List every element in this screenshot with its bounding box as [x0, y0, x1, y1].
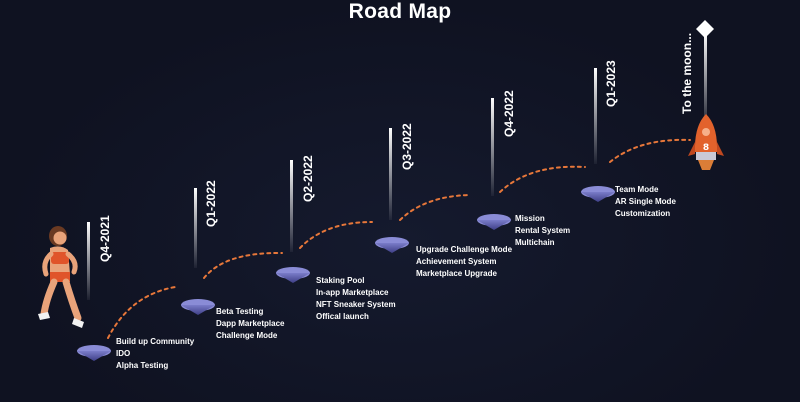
platform-4 [375, 237, 409, 253]
marker-bar-4 [389, 128, 392, 220]
list-item: Build up Community [116, 337, 195, 346]
marker-bar-5 [491, 98, 494, 196]
platform-3 [276, 267, 310, 283]
list-item: Rental System [515, 226, 571, 235]
moon-label: To the moon... [680, 32, 694, 114]
connector-2 [203, 251, 283, 279]
marker-bar-2 [194, 188, 197, 268]
connector-1 [107, 286, 176, 339]
list-item: Upgrade Challenge Mode [416, 245, 513, 254]
milestone-items-2: Beta Testing Dapp Marketplace Challenge … [216, 306, 284, 342]
platform-1 [77, 345, 111, 361]
marker-bar-7 [704, 32, 707, 128]
list-item: Multichain [515, 238, 555, 247]
quarter-label-2: Q1-2022 [204, 180, 218, 227]
list-item: Mission [515, 214, 545, 223]
list-item: IDO [116, 349, 131, 358]
list-item: AR Single Mode [615, 197, 676, 206]
list-item: In-app Marketplace [316, 288, 389, 297]
quarter-label-4: Q3-2022 [400, 123, 414, 170]
connector-6 [609, 138, 691, 163]
platform-2 [181, 299, 215, 315]
list-item: Staking Pool [316, 276, 365, 285]
list-item: Marketplace Upgrade [416, 269, 497, 278]
runner-icon [38, 226, 84, 328]
diamond-icon [696, 20, 714, 38]
list-item: Challenge Mode [216, 331, 278, 340]
milestone-items-4: Upgrade Challenge Mode Achievement Syste… [416, 244, 512, 280]
milestone-items-6: Team Mode AR Single Mode Customization [615, 184, 676, 220]
list-item: Achievement System [416, 257, 497, 266]
quarter-label-6: Q1-2023 [604, 60, 618, 107]
quarter-label-3: Q2-2022 [301, 155, 315, 202]
platform-6 [581, 186, 615, 202]
list-item: Dapp Marketplace [216, 319, 285, 328]
rocket-badge: 8 [703, 143, 709, 153]
connector-3 [299, 221, 373, 249]
platform-5 [477, 214, 511, 230]
list-item: Alpha Testing [116, 361, 169, 370]
marker-bar-6 [594, 68, 597, 164]
page-title: Road Map [348, 0, 452, 23]
milestone-items-3: Staking Pool In-app Marketplace NFT Snea… [316, 275, 396, 323]
quarter-label-1: Q4-2021 [98, 215, 112, 262]
milestone-items-5: Mission Rental System Multichain [515, 213, 570, 249]
list-item: Team Mode [615, 185, 659, 194]
connector-5 [499, 165, 586, 193]
rocket-icon: 8 [688, 114, 724, 170]
milestone-items-1: Build up Community IDO Alpha Testing [116, 336, 194, 372]
marker-bar-3 [290, 160, 293, 252]
list-item: Beta Testing [216, 307, 264, 316]
list-item: Customization [615, 209, 671, 218]
list-item: NFT Sneaker System [316, 300, 396, 309]
marker-bar-1 [87, 222, 90, 300]
connector-4 [399, 194, 471, 221]
quarter-label-5: Q4-2022 [502, 90, 516, 137]
list-item: Offical launch [316, 312, 369, 321]
